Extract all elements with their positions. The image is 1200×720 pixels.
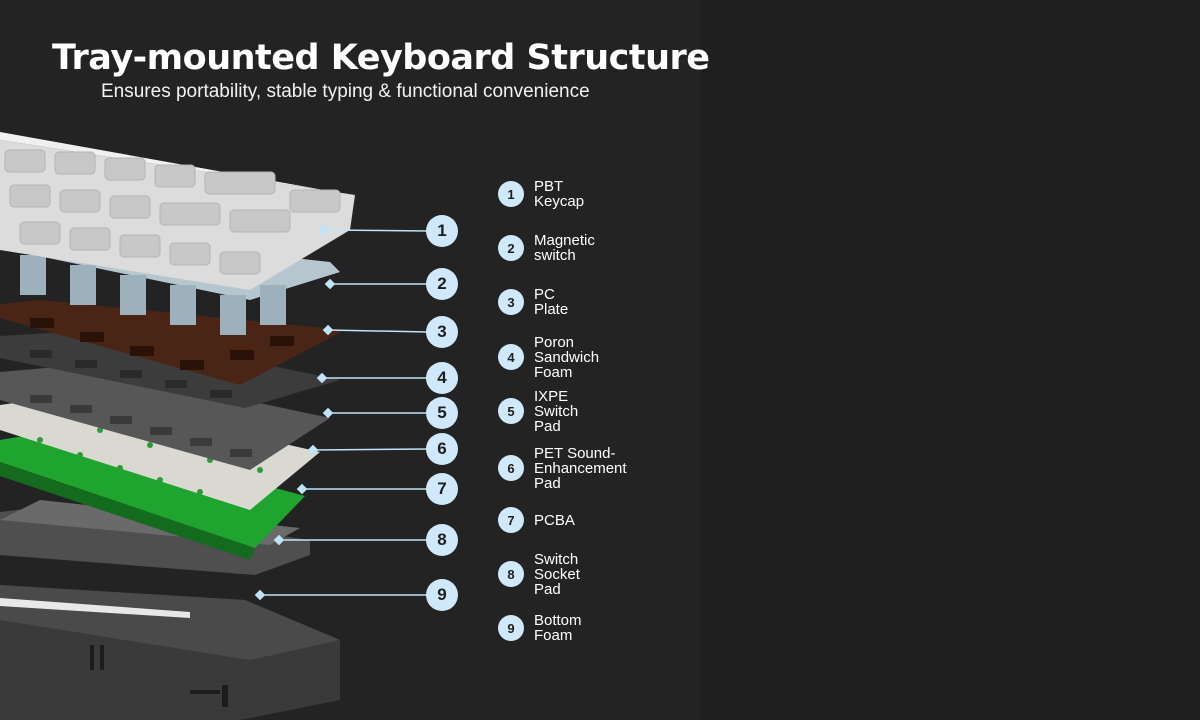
legend-number-badge: 4 — [498, 344, 524, 370]
legend-number-badge: 9 — [498, 615, 524, 641]
bottom-case-layer — [0, 585, 340, 720]
background-panel — [700, 0, 1200, 720]
legend-label: Switch Socket Pad — [534, 550, 580, 598]
callout-badge-4: 4 — [426, 362, 458, 394]
legend-item: 6 PET Sound- Enhancement Pad — [498, 446, 627, 491]
legend-label: PBT Keycap — [534, 178, 585, 210]
legend-number-badge: 6 — [498, 455, 524, 481]
keyboard-exploded-illustration — [0, 132, 429, 720]
ixpe-pad-layer — [0, 365, 330, 470]
legend-number-badge: 7 — [498, 507, 524, 533]
leader-lines — [254, 224, 429, 601]
page-title: Tray-mounted Keyboard Structure — [52, 38, 710, 78]
pet-pad-layer — [0, 395, 320, 510]
legend-item: 9 Bottom Foam — [498, 612, 582, 644]
legend-label: PCBA — [534, 511, 575, 529]
legend-label: Magnetic switch — [534, 232, 595, 264]
callout-badge-5: 5 — [426, 397, 458, 429]
legend-item: 1 PBT Keycap — [498, 178, 585, 210]
callout-badge-7: 7 — [426, 473, 458, 505]
legend-number-badge: 1 — [498, 181, 524, 207]
pcba-layer — [0, 430, 305, 560]
poron-foam-layer — [0, 330, 340, 408]
legend-item: 8 Switch Socket Pad — [498, 552, 580, 597]
callout-badge-9: 9 — [426, 579, 458, 611]
legend-number-badge: 5 — [498, 398, 524, 424]
callout-badge-1: 1 — [426, 215, 458, 247]
page-subtitle: Ensures portability, stable typing & fun… — [101, 81, 590, 102]
legend-number-badge: 3 — [498, 289, 524, 315]
keycap-layer — [0, 132, 355, 290]
callout-badge-8: 8 — [426, 524, 458, 556]
legend-item: 3 PC Plate — [498, 286, 569, 318]
callout-badge-6: 6 — [426, 433, 458, 465]
callout-badge-2: 2 — [426, 268, 458, 300]
legend-label: PET Sound- Enhancement Pad — [534, 444, 627, 492]
legend-item: 5 IXPE Switch Pad — [498, 389, 578, 434]
callout-badge-3: 3 — [426, 316, 458, 348]
legend-item: 4 Poron Sandwich Foam — [498, 335, 599, 380]
legend-item: 2 Magnetic switch — [498, 232, 595, 264]
legend-item: 7 PCBA — [498, 506, 575, 534]
legend-label: Bottom Foam — [534, 612, 582, 644]
legend-number-badge: 8 — [498, 561, 524, 587]
pc-plate-layer — [0, 300, 345, 385]
legend-label: PC Plate — [534, 286, 569, 318]
legend-number-badge: 2 — [498, 235, 524, 261]
legend-label: Poron Sandwich Foam — [534, 333, 600, 381]
legend-label: IXPE Switch Pad — [534, 387, 579, 435]
